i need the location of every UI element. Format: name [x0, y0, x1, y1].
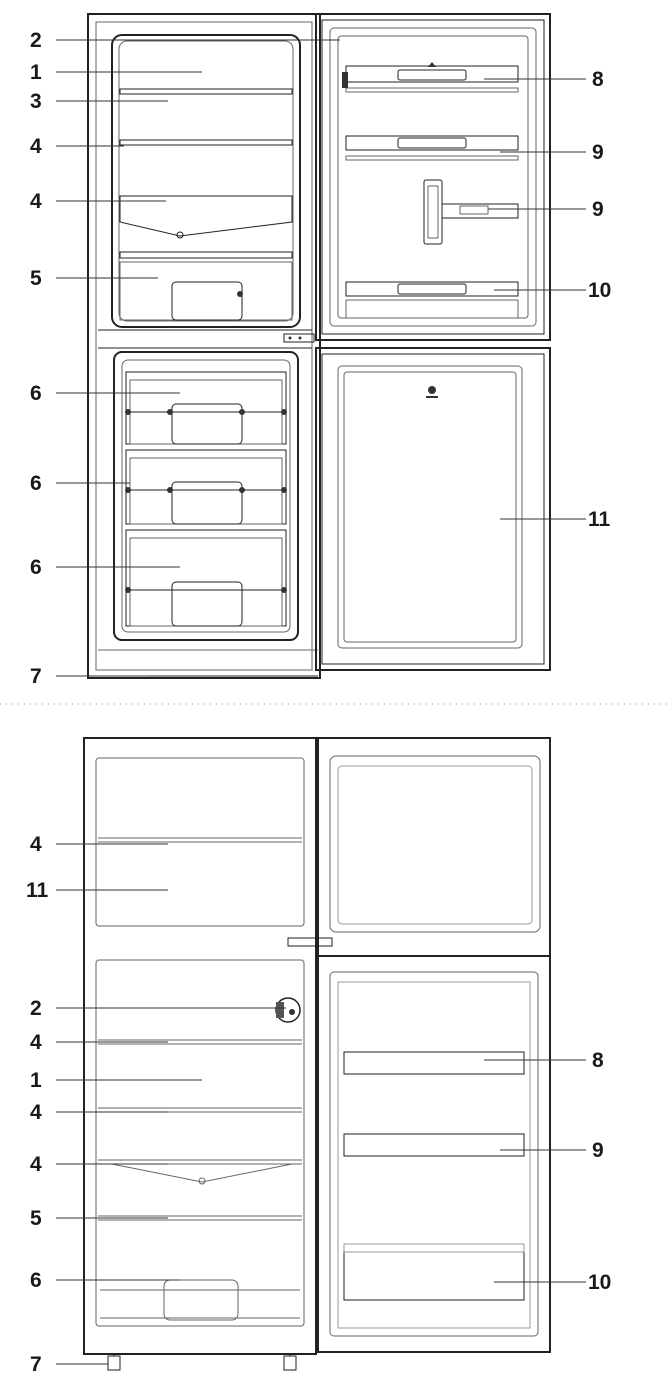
shelf-middle — [119, 139, 293, 146]
top-callout-left-7: 6 — [30, 382, 42, 405]
top-callout-right-4: 10 — [588, 279, 611, 302]
bottom-callout-left-3: 2 — [30, 997, 42, 1020]
top-fridge-body — [87, 13, 321, 679]
top-callout-left-5: 4 — [30, 190, 42, 213]
top-callout-left-8: 6 — [30, 472, 42, 495]
top-callout-left-10: 7 — [30, 665, 42, 688]
door-shelf-bottle — [345, 281, 519, 319]
bottom-callout-right-3: 10 — [588, 1271, 611, 1294]
freezer-door-icon — [426, 386, 438, 398]
top-callout-left-2: 1 — [30, 61, 42, 84]
bottom-callout-left-7: 4 — [30, 1153, 42, 1176]
crisper-cover — [119, 251, 293, 259]
freezer-drawer-3 — [125, 529, 287, 627]
bottom-callout-left-4: 4 — [30, 1031, 42, 1054]
bottom-leader-lines — [56, 843, 586, 1365]
door-shelf-middle — [345, 135, 519, 161]
bottom-callout-left-9: 6 — [30, 1269, 42, 1292]
top-callout-left-3: 3 — [30, 90, 42, 113]
top-freezer-compartment — [113, 351, 299, 641]
top-callout-left-1: 2 — [30, 29, 42, 52]
bottom-callout-left-8: 5 — [30, 1207, 42, 1230]
top-callout-left-6: 5 — [30, 267, 42, 290]
freezer-drawer-2 — [125, 449, 287, 525]
top-callout-left-4: 4 — [30, 135, 42, 158]
top-callout-right-2: 9 — [592, 141, 604, 164]
top-freezer-door — [315, 347, 551, 671]
bottom-callout-left-2: 11 — [26, 879, 49, 902]
bottom-freezer-door — [317, 737, 551, 957]
top-callout-right-1: 8 — [592, 68, 604, 91]
top-fridge-door — [315, 13, 551, 341]
bottom-callout-right-2: 9 — [592, 1139, 604, 1162]
top-callouts: 2 1 3 4 4 5 6 6 6 7 8 9 9 10 11 — [30, 29, 611, 688]
top-callout-right-3: 9 — [592, 198, 604, 221]
bottom-callout-left-1: 4 — [30, 833, 42, 856]
bottom-fridge-door — [317, 955, 551, 1353]
bottom-callout-left-10: 7 — [30, 1353, 42, 1376]
top-leader-lines — [56, 39, 586, 677]
crisper-drawer — [119, 261, 293, 321]
top-hinge — [283, 333, 315, 343]
egg-tray — [423, 179, 519, 245]
top-fridge-compartment — [111, 34, 301, 328]
shelf-upper — [119, 88, 293, 95]
top-callout-left-9: 6 — [30, 556, 42, 579]
bottom-callout-right-1: 8 — [592, 1049, 604, 1072]
bottom-callout-left-6: 4 — [30, 1101, 42, 1124]
shelf-glass-lower — [119, 195, 293, 239]
top-callout-right-5: 11 — [588, 508, 611, 531]
door-shelf-upper — [342, 62, 519, 93]
bottom-fridge-body — [83, 737, 333, 1371]
bottom-callouts: 4 11 2 4 1 4 4 5 6 7 8 9 10 — [26, 833, 611, 1376]
bottom-callout-left-5: 1 — [30, 1069, 42, 1092]
freezer-drawer-1 — [125, 371, 287, 445]
